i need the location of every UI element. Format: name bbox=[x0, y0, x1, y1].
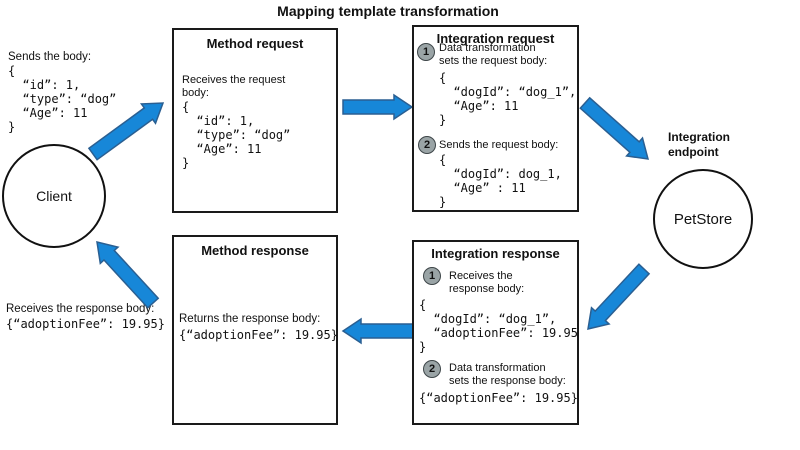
code-line: {“adoptionFee”: 19.95} bbox=[179, 328, 338, 342]
label-line: Data transformation bbox=[449, 362, 546, 374]
code-line: { bbox=[182, 100, 190, 114]
code-line: “Age”: 11 bbox=[182, 142, 262, 156]
method-response-desc: Returns the response body: bbox=[179, 313, 321, 325]
step-number: 2 bbox=[423, 139, 431, 151]
step-1-badge: 1 bbox=[423, 267, 441, 285]
code-line: { bbox=[419, 298, 427, 312]
code-line: “type”: “dog” bbox=[182, 128, 291, 142]
method-request-box: Method request Receives the request body… bbox=[172, 28, 338, 213]
label-line: Receives the bbox=[449, 270, 513, 282]
code-line: { bbox=[439, 153, 447, 167]
label-line: sets the request body: bbox=[439, 55, 548, 67]
code-line: } bbox=[439, 195, 447, 209]
arrow-integration-request-to-petstore bbox=[579, 96, 650, 160]
client-sends-code: { “id”: 1, “type”: “dog” “Age”: 11 } bbox=[8, 64, 116, 134]
method-response-title: Method response bbox=[201, 243, 309, 258]
client-sends-label: Sends the body: bbox=[8, 51, 92, 63]
label-line: sets the response body: bbox=[449, 375, 566, 387]
arrow-client-to-method-request bbox=[87, 102, 165, 161]
client-receives-label: Receives the response body: bbox=[6, 303, 155, 315]
code-line: “Age” : 11 bbox=[439, 181, 526, 195]
step-number: 2 bbox=[428, 363, 436, 375]
integration-response-step1-label: Receives the response body: bbox=[449, 270, 524, 296]
petstore-node: PetStore bbox=[653, 169, 753, 269]
caption-line: endpoint bbox=[668, 145, 719, 159]
diagram-title: Mapping template transformation bbox=[277, 3, 499, 19]
step-2-badge: 2 bbox=[423, 360, 441, 378]
integration-response-step2-code: {“adoptionFee”: 19.95} bbox=[419, 391, 578, 405]
code-line: {“adoptionFee”: 19.95} bbox=[6, 317, 165, 331]
step-1-badge: 1 bbox=[417, 43, 435, 61]
code-line: “dogId”: “dog_1”, bbox=[419, 312, 557, 326]
step-2-badge: 2 bbox=[418, 136, 436, 154]
code-line: } bbox=[182, 156, 190, 170]
code-line: { bbox=[439, 71, 447, 85]
code-line: “id”: 1, bbox=[8, 78, 81, 92]
label-line: Sends the request body: bbox=[439, 139, 559, 151]
step-number: 1 bbox=[428, 270, 436, 282]
integration-response-step1-code: { “dogId”: “dog_1”, “adoptionFee”: 19.95… bbox=[419, 298, 578, 354]
integration-request-step1-label: Data transformation sets the request bod… bbox=[439, 42, 547, 68]
client-label: Client bbox=[36, 188, 72, 204]
label-line: response body: bbox=[449, 283, 525, 295]
arrow-method-response-to-client bbox=[96, 241, 160, 309]
code-line: {“adoptionFee”: 19.95} bbox=[419, 391, 578, 405]
integration-request-step2-code: { “dogId”: dog_1, “Age” : 11 } bbox=[439, 153, 562, 209]
code-line: { bbox=[8, 64, 16, 78]
code-line: } bbox=[439, 113, 447, 127]
method-response-box: Method response Returns the response bod… bbox=[172, 235, 338, 425]
code-line: “Age”: 11 bbox=[439, 99, 519, 113]
label-line: Data transformation bbox=[439, 42, 536, 54]
code-line: “dogId”: “dog_1”, bbox=[439, 85, 577, 99]
step-number: 1 bbox=[422, 46, 430, 58]
petstore-label: PetStore bbox=[673, 210, 733, 228]
code-line: “dogId”: dog_1, bbox=[439, 167, 562, 181]
code-line: “adoptionFee”: 19.95 bbox=[419, 326, 578, 340]
code-line: “id”: 1, bbox=[182, 114, 255, 128]
code-line: } bbox=[8, 120, 16, 134]
code-line: “type”: “dog” bbox=[8, 92, 117, 106]
caption-line: Integration bbox=[668, 130, 730, 144]
integration-response-box: Integration response 1 Receives the resp… bbox=[412, 240, 579, 425]
code-line: } bbox=[419, 340, 427, 354]
integration-request-box: Integration request 1 Data transformatio… bbox=[412, 25, 579, 212]
desc-line: Receives the request bbox=[182, 74, 286, 86]
client-receives-code: {“adoptionFee”: 19.95} bbox=[6, 317, 165, 331]
arrow-petstore-to-integration-response bbox=[587, 263, 651, 330]
client-node: Client bbox=[2, 144, 106, 248]
desc-line: body: bbox=[182, 87, 209, 99]
arrow-integration-response-to-method-response bbox=[341, 317, 418, 345]
integration-request-step1-code: { “dogId”: “dog_1”, “Age”: 11 } bbox=[439, 71, 576, 127]
method-request-code: { “id”: 1, “type”: “dog” “Age”: 11 } bbox=[182, 100, 290, 170]
integration-request-step2-label: Sends the request body: bbox=[439, 139, 558, 152]
integration-endpoint-caption: Integration endpoint bbox=[668, 130, 730, 160]
integration-response-title: Integration response bbox=[431, 246, 560, 261]
integration-response-step2-label: Data transformation sets the response bo… bbox=[449, 362, 566, 388]
method-request-desc: Receives the request body: bbox=[182, 74, 285, 100]
integration-request-title: Integration request bbox=[436, 31, 555, 46]
code-line: “Age”: 11 bbox=[8, 106, 88, 120]
method-request-title: Method request bbox=[206, 36, 304, 51]
arrow-method-request-to-integration-request bbox=[342, 93, 414, 121]
method-response-code: {“adoptionFee”: 19.95} bbox=[179, 328, 338, 342]
